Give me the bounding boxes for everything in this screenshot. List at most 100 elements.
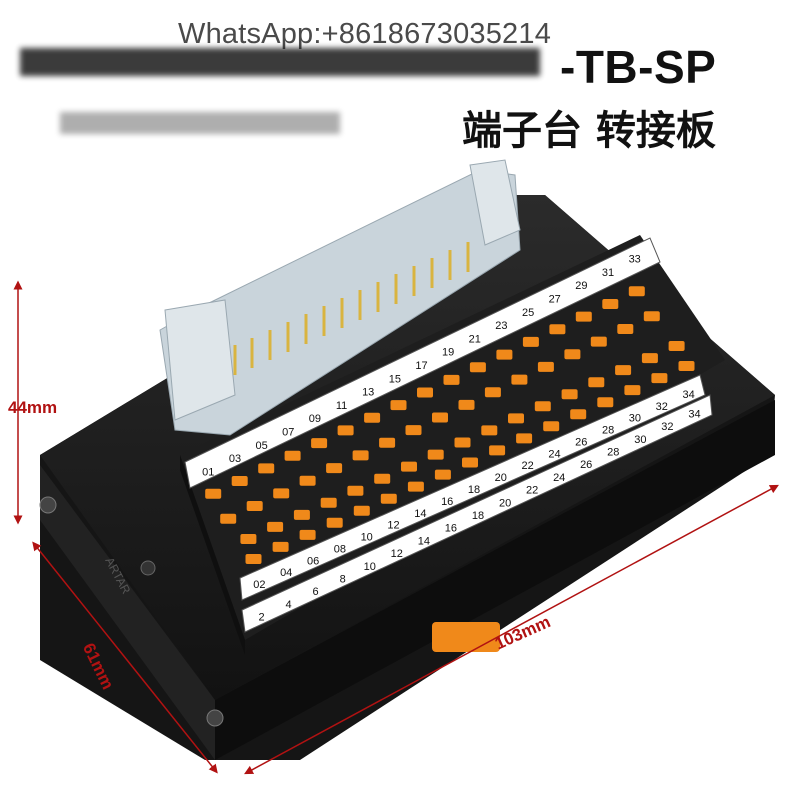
- lever-lower[interactable]: [481, 425, 498, 436]
- lever-lower-2[interactable]: [516, 433, 533, 444]
- lever-lower[interactable]: [561, 389, 578, 400]
- lever-upper[interactable]: [337, 425, 354, 436]
- terminal-label-odd: 33: [629, 254, 641, 266]
- din-clip: [432, 622, 500, 652]
- lever-upper[interactable]: [602, 299, 619, 309]
- lever-lower[interactable]: [240, 534, 257, 544]
- blurred-model-prefix: [20, 48, 540, 76]
- lever-upper-2[interactable]: [564, 349, 581, 360]
- terminal-label-odd: 07: [282, 427, 294, 439]
- lever-lower[interactable]: [615, 365, 632, 376]
- terminal-label-front: 16: [445, 523, 457, 535]
- lever-lower-2[interactable]: [407, 481, 424, 492]
- lever-lower[interactable]: [588, 377, 605, 388]
- terminal-label-front: 30: [634, 434, 646, 446]
- lever-lower-2[interactable]: [489, 445, 506, 456]
- lever-upper-2[interactable]: [590, 336, 607, 347]
- lever-upper[interactable]: [496, 349, 513, 360]
- terminal-label-odd: 09: [309, 413, 321, 425]
- lever-upper[interactable]: [231, 476, 248, 486]
- lever-upper-2[interactable]: [537, 361, 554, 372]
- terminal-label-odd: 23: [495, 320, 507, 332]
- lever-upper-2[interactable]: [511, 374, 528, 385]
- terminal-label-front: 10: [364, 561, 376, 573]
- lever-lower[interactable]: [641, 353, 658, 364]
- lever-upper-2[interactable]: [617, 324, 634, 334]
- lever-lower[interactable]: [668, 341, 685, 351]
- lever-lower[interactable]: [320, 497, 337, 508]
- terminal-label-even: 22: [521, 460, 533, 472]
- lever-upper[interactable]: [284, 450, 301, 461]
- terminal-label-odd: 03: [229, 453, 241, 465]
- lever-lower[interactable]: [374, 473, 391, 484]
- lever-upper-2[interactable]: [484, 387, 501, 398]
- lever-upper[interactable]: [549, 324, 566, 335]
- terminal-label-front: 32: [661, 421, 673, 433]
- lever-upper[interactable]: [628, 286, 645, 297]
- connector-latch-left: [164, 299, 236, 421]
- lever-upper-2[interactable]: [246, 501, 263, 511]
- terminal-label-front: 18: [472, 510, 484, 522]
- lever-lower-2[interactable]: [570, 409, 587, 420]
- lever-lower-2[interactable]: [624, 385, 641, 396]
- lever-upper-2[interactable]: [405, 425, 422, 436]
- lever-upper-2[interactable]: [432, 412, 448, 423]
- terminal-label-odd: 27: [549, 294, 561, 306]
- terminal-label-front: 26: [580, 459, 592, 471]
- lever-lower[interactable]: [401, 461, 417, 472]
- lever-lower[interactable]: [534, 401, 551, 412]
- lever-upper-2[interactable]: [220, 513, 237, 524]
- lever-upper-2[interactable]: [379, 437, 396, 448]
- lever-lower-2[interactable]: [597, 397, 614, 408]
- lever-lower[interactable]: [454, 437, 471, 448]
- lever-lower-2[interactable]: [380, 493, 397, 504]
- lever-lower-2[interactable]: [326, 517, 343, 528]
- lever-upper-2[interactable]: [643, 311, 660, 322]
- terminal-label-odd: 25: [522, 307, 534, 319]
- lever-lower-2[interactable]: [272, 541, 289, 552]
- lever-upper[interactable]: [417, 387, 433, 398]
- terminal-label-front: 20: [499, 497, 511, 509]
- lever-upper-2[interactable]: [458, 399, 475, 410]
- lever-lower[interactable]: [347, 485, 364, 496]
- lever-upper[interactable]: [364, 412, 381, 423]
- lever-lower-2[interactable]: [462, 457, 478, 468]
- terminal-label-even: 08: [334, 543, 346, 555]
- lever-upper[interactable]: [311, 438, 328, 449]
- terminal-label-even: 18: [468, 484, 480, 496]
- terminal-label-front: 8: [340, 574, 346, 586]
- lever-upper[interactable]: [575, 311, 592, 322]
- lever-lower-2[interactable]: [678, 361, 695, 371]
- lever-lower-2[interactable]: [353, 505, 370, 516]
- terminal-label-even: 02: [253, 579, 265, 591]
- dimension-height-label: 44mm: [8, 398, 58, 417]
- terminal-label-even: 24: [548, 448, 560, 460]
- terminal-label-front: 34: [688, 408, 700, 420]
- lever-lower-2[interactable]: [651, 373, 668, 384]
- lever-lower-2[interactable]: [434, 469, 451, 480]
- whatsapp-watermark: WhatsApp:+8618673035214: [178, 18, 552, 50]
- lever-lower[interactable]: [293, 509, 310, 520]
- lever-upper[interactable]: [469, 362, 486, 373]
- lever-upper[interactable]: [205, 488, 222, 499]
- lever-lower[interactable]: [427, 449, 444, 460]
- lever-lower[interactable]: [267, 521, 284, 532]
- lever-upper[interactable]: [258, 463, 275, 474]
- lever-upper[interactable]: [443, 374, 460, 385]
- lever-upper[interactable]: [390, 400, 407, 411]
- terminal-label-even: 16: [441, 496, 453, 508]
- lever-upper-2[interactable]: [299, 475, 316, 486]
- lever-upper-2[interactable]: [273, 488, 290, 499]
- lever-upper-2[interactable]: [326, 463, 343, 474]
- terminal-label-odd: 01: [202, 466, 214, 478]
- lever-lower-2[interactable]: [299, 529, 316, 540]
- terminal-label-odd: 05: [255, 440, 267, 452]
- terminal-label-odd: 11: [336, 400, 347, 412]
- lever-upper-2[interactable]: [352, 450, 369, 461]
- lever-lower[interactable]: [508, 413, 524, 424]
- lever-upper[interactable]: [522, 336, 539, 347]
- lever-lower-2[interactable]: [543, 421, 560, 432]
- lever-lower-2[interactable]: [245, 554, 262, 564]
- connector-pins: [233, 242, 470, 375]
